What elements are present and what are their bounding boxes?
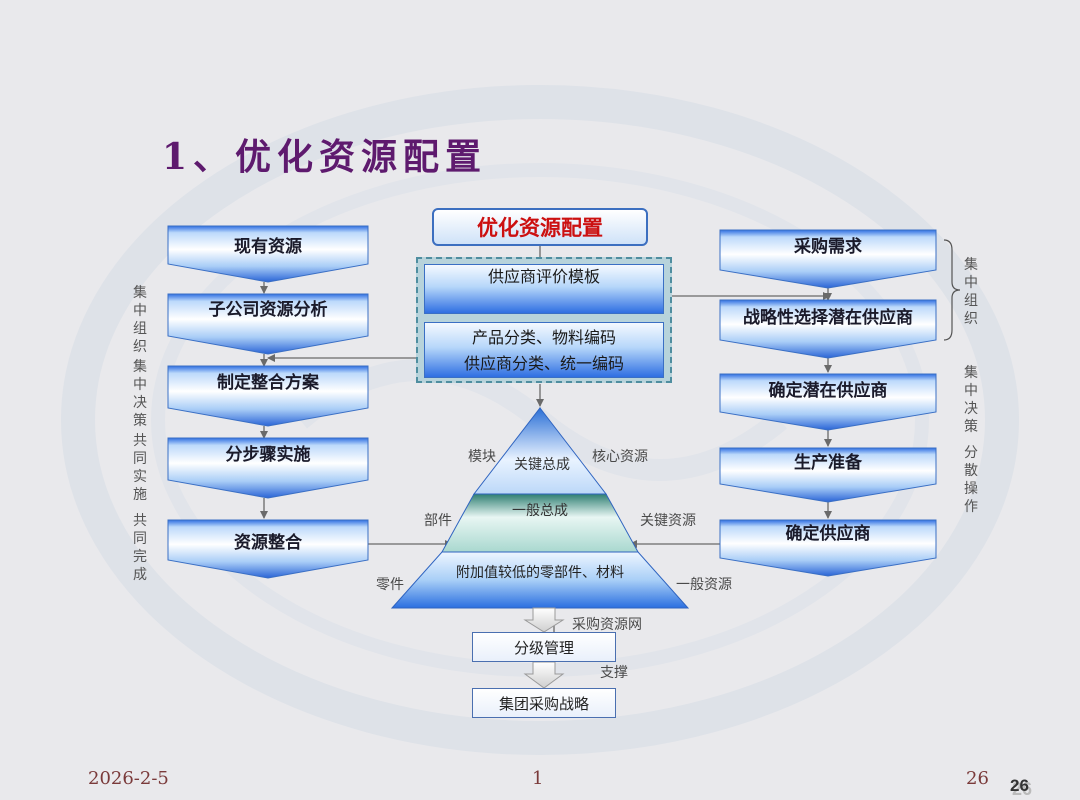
left-step-shape-4 bbox=[167, 437, 369, 499]
pyramid bbox=[390, 406, 690, 609]
support-label: 支撑 bbox=[600, 665, 628, 681]
right-chevrons bbox=[719, 229, 937, 577]
right-side-label-3: 分散操作 bbox=[964, 445, 978, 515]
left-step-1: 现有资源 bbox=[234, 237, 302, 257]
pyramid-middle-label: 一般总成 bbox=[512, 503, 568, 519]
footer-page-number: 26 bbox=[966, 768, 989, 789]
left-side-label-2: 集中决策 bbox=[133, 359, 147, 429]
left-step-5: 资源整合 bbox=[234, 533, 302, 553]
right-brace bbox=[943, 239, 961, 341]
right-step-shape-4 bbox=[719, 447, 937, 503]
pyramid-left-label-part: 零件 bbox=[376, 577, 404, 593]
footer-corner-number: 26 bbox=[1010, 776, 1029, 795]
tiered-management-label: 分级管理 bbox=[513, 638, 574, 657]
left-step-shape-2 bbox=[167, 293, 369, 355]
bottom-block-arrows bbox=[523, 607, 565, 689]
left-side-label-3: 共同实施 bbox=[133, 433, 147, 503]
footer-date: 2026-2-5 bbox=[88, 768, 169, 789]
right-side-label-2: 集中决策 bbox=[964, 365, 978, 435]
right-step-shape-5 bbox=[719, 519, 937, 577]
footer-center-number: 1 bbox=[532, 768, 544, 789]
left-side-label-4: 共同完成 bbox=[133, 513, 147, 583]
footer-corner-shadow: 26 bbox=[1012, 779, 1032, 799]
right-step-shape-3 bbox=[719, 373, 937, 431]
procurement-network-label: 采购资源网 bbox=[572, 617, 642, 633]
block-arrow-1 bbox=[523, 607, 565, 633]
left-step-4: 分步骤实施 bbox=[225, 445, 311, 465]
left-step-2: 子公司资源分析 bbox=[208, 300, 328, 320]
block-arrow-2 bbox=[523, 661, 565, 689]
left-side-label-1: 集中组织 bbox=[133, 285, 147, 355]
classification-coding-line2: 供应商分类、统一编码 bbox=[463, 354, 624, 373]
group-procurement-strategy-box: 集团采购战略 bbox=[472, 688, 616, 718]
pyramid-bottom-label: 附加值较低的零部件、材料 bbox=[456, 565, 624, 581]
right-step-2: 战略性选择潜在供应商 bbox=[743, 308, 913, 328]
tiered-management-box: 分级管理 bbox=[472, 632, 616, 662]
slide-title: 1、优化资源配置 bbox=[162, 136, 488, 178]
right-step-3: 确定潜在供应商 bbox=[768, 381, 888, 401]
left-step-shape-3 bbox=[167, 365, 369, 427]
supplier-evaluation-template-box: 供应商评价模板 bbox=[424, 264, 664, 314]
right-step-shape-1 bbox=[719, 229, 937, 289]
classification-coding-line1: 产品分类、物料编码 bbox=[471, 328, 616, 347]
right-step-shape-2 bbox=[719, 299, 937, 359]
pyramid-bottom-tier bbox=[390, 551, 690, 609]
pyramid-right-label-general: 一般资源 bbox=[676, 577, 732, 593]
classification-coding-box: 产品分类、物料编码 供应商分类、统一编码 bbox=[424, 322, 664, 378]
right-side-label-1: 集中组织 bbox=[964, 257, 978, 327]
group-procurement-strategy-label: 集团采购战略 bbox=[498, 694, 589, 713]
center-title-box: 优化资源配置 bbox=[432, 208, 648, 246]
connector-lines bbox=[260, 246, 832, 632]
pyramid-right-label-key: 关键资源 bbox=[640, 513, 696, 529]
pyramid-top-label: 关键总成 bbox=[514, 457, 570, 473]
right-step-4: 生产准备 bbox=[794, 453, 862, 473]
pyramid-right-label-core: 核心资源 bbox=[592, 449, 648, 465]
pyramid-left-label-module: 模块 bbox=[468, 449, 496, 465]
right-step-1: 采购需求 bbox=[794, 237, 862, 257]
left-step-shape-1 bbox=[167, 225, 369, 283]
left-step-shape-5 bbox=[167, 519, 369, 579]
left-chevrons bbox=[167, 225, 369, 579]
left-step-3: 制定整合方案 bbox=[217, 373, 319, 393]
right-step-5: 确定供应商 bbox=[785, 524, 871, 544]
pyramid-left-label-component: 部件 bbox=[424, 513, 452, 529]
supplier-evaluation-template-label: 供应商评价模板 bbox=[487, 267, 600, 286]
